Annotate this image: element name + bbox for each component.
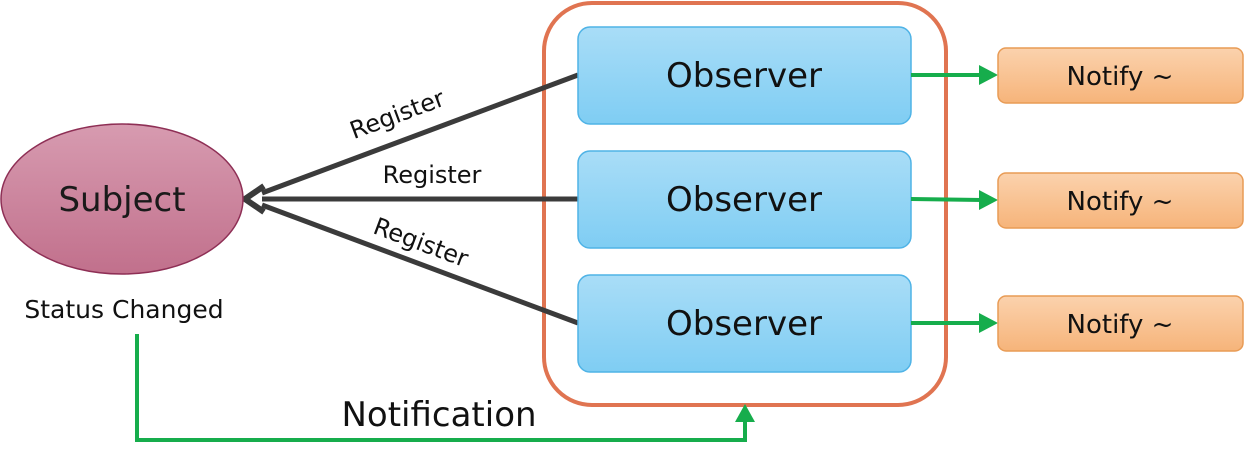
observer-label-1: Observer (666, 56, 822, 96)
notify-box-2 (997, 172, 1244, 229)
notify-arrowhead-3 (979, 313, 998, 333)
notify-arrow-line-2 (910, 197, 983, 202)
observer-label-3: Observer (666, 304, 822, 344)
register-label-2: Register (383, 161, 482, 189)
observer-node-3: Observer (577, 274, 912, 373)
subject-ellipse (0, 123, 244, 275)
notify-label-3: Notify ~ (1067, 310, 1174, 340)
register-arrows (239, 72, 579, 326)
notify-label-2: Notify ~ (1067, 187, 1174, 217)
notification-label: Notification (341, 395, 536, 435)
register-arrowhead (239, 183, 266, 215)
notify-box-1 (997, 47, 1244, 104)
notify-arrowhead-1 (979, 65, 998, 85)
notification-path (135, 334, 747, 442)
notify-label-1: Notify ~ (1067, 62, 1174, 92)
register-label-1: Register (346, 84, 448, 145)
subject-label: Subject (58, 180, 185, 220)
observer-node-2: Observer (577, 150, 912, 249)
observer-label-2: Observer (666, 180, 822, 220)
notify-node-2: Notify ~ (997, 172, 1244, 229)
register-arrow-3 (261, 202, 579, 326)
observer-node-1: Observer (577, 26, 912, 125)
register-arrow-1 (261, 72, 579, 196)
notify-node-1: Notify ~ (997, 47, 1244, 104)
notification-connector (135, 334, 755, 442)
subject-node: Subject (0, 123, 244, 275)
notification-arrowhead (735, 404, 755, 422)
notify-arrows (910, 65, 998, 333)
notify-box-3 (997, 295, 1244, 352)
notify-arrowhead-2 (979, 190, 998, 210)
status-changed-label: Status Changed (24, 295, 223, 324)
notify-node-3: Notify ~ (997, 295, 1244, 352)
